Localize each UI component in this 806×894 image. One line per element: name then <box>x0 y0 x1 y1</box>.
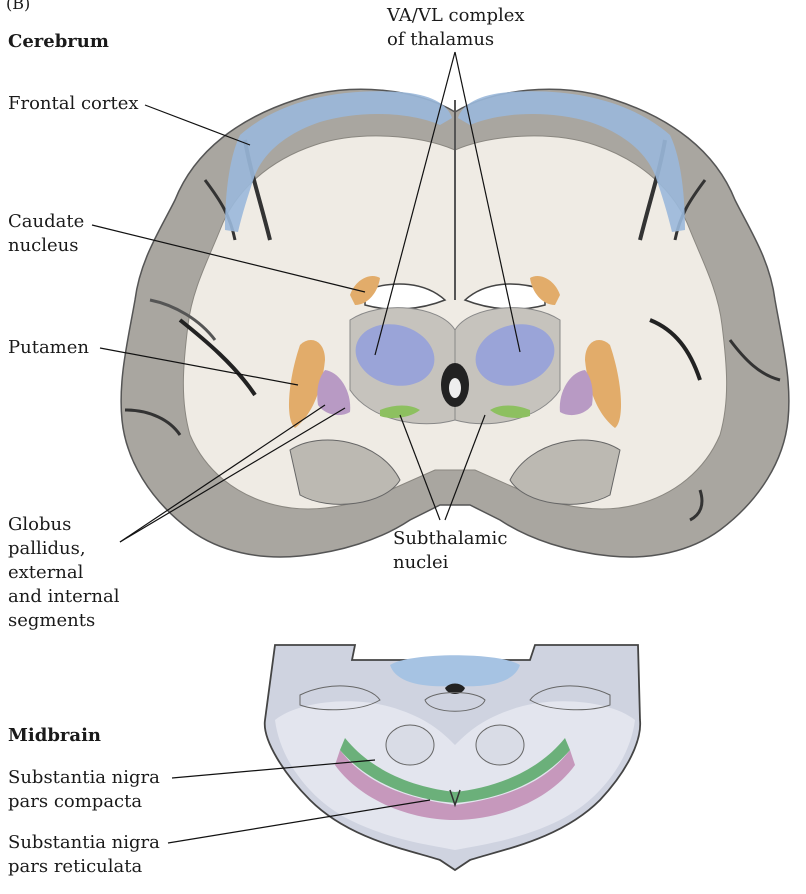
label-caudate: Caudate nucleus <box>8 210 118 258</box>
leader-frontal-cortex <box>145 105 250 145</box>
red-nucleus-right <box>476 725 524 765</box>
third-ventricle-inner <box>449 378 461 398</box>
label-gp-line1: Globus <box>8 513 138 537</box>
label-snc-line1: Substantia nigra <box>8 766 178 790</box>
label-frontal-cortex: Frontal cortex <box>8 92 139 116</box>
label-subthalamic-line2: nuclei <box>393 551 533 575</box>
label-gp-line4: and internal <box>8 585 138 609</box>
label-sn-compacta: Substantia nigra pars compacta <box>8 766 178 814</box>
label-gp-line5: segments <box>8 609 138 633</box>
label-snr-line1: Substantia nigra <box>8 831 178 855</box>
label-snc-line2: pars compacta <box>8 790 178 814</box>
panel-label: (B) <box>6 0 30 16</box>
colliculus <box>390 655 520 686</box>
label-subthalamic-line1: Subthalamic <box>393 527 533 551</box>
label-va-vl: VA/VL complex of thalamus <box>387 4 547 52</box>
section-title-midbrain: Midbrain <box>8 724 101 748</box>
label-snr-line2: pars reticulata <box>8 855 178 879</box>
label-va-vl-line2: of thalamus <box>387 28 547 52</box>
label-putamen: Putamen <box>8 336 89 360</box>
section-title-cerebrum: Cerebrum <box>8 30 109 54</box>
label-subthalamic: Subthalamic nuclei <box>393 527 533 575</box>
label-globus-pallidus: Globus pallidus, external and internal s… <box>8 513 138 633</box>
label-sn-reticulata: Substantia nigra pars reticulata <box>8 831 178 879</box>
cerebrum-section <box>121 89 789 557</box>
label-va-vl-line1: VA/VL complex <box>387 4 547 28</box>
label-caudate-line2: nucleus <box>8 234 118 258</box>
label-caudate-line1: Caudate <box>8 210 118 234</box>
label-gp-line3: external <box>8 561 138 585</box>
red-nucleus-left <box>386 725 434 765</box>
label-gp-line2: pallidus, <box>8 537 138 561</box>
midbrain-section <box>265 645 640 870</box>
